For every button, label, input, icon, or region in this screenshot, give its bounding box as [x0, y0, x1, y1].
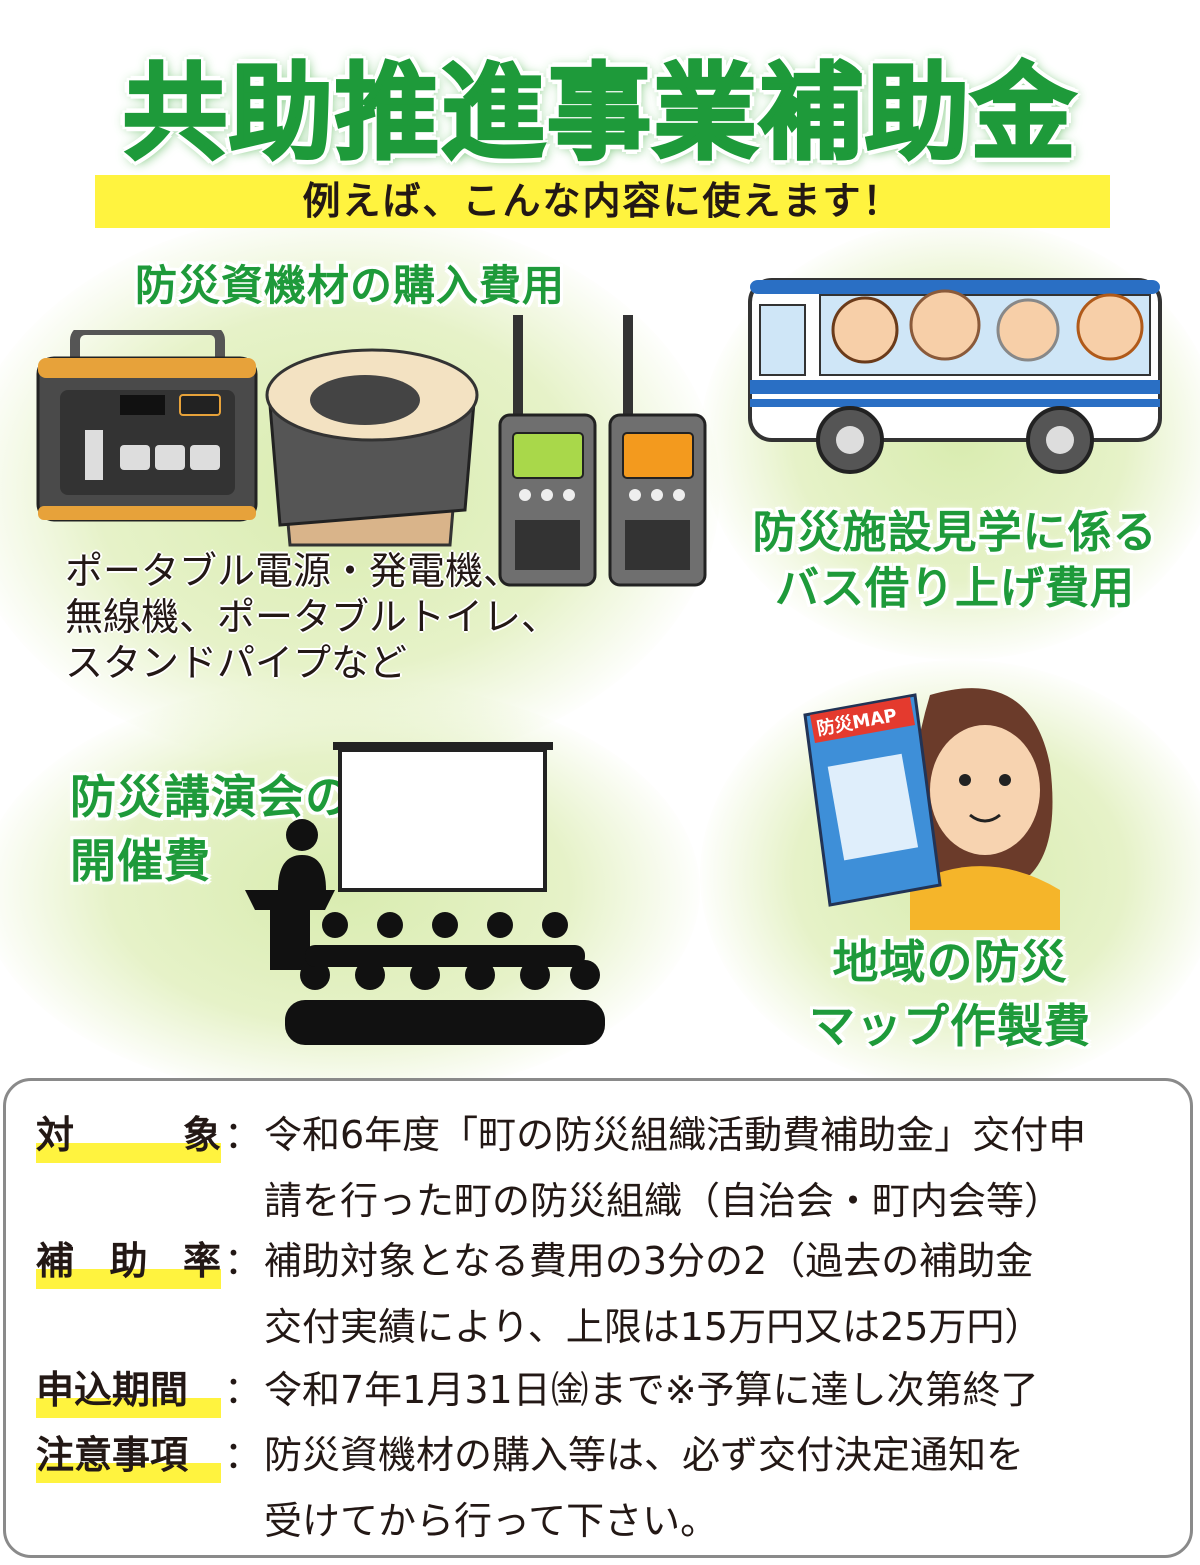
info-key-char: 象 [182, 1113, 221, 1157]
bus-label-line: 防災施設見学に係る [752, 507, 1158, 558]
lecture-label: 防災講演会の 開催費 [70, 765, 352, 893]
info-key-char: 対 [36, 1113, 75, 1157]
info-value: 令和6年度「町の防災組織活動費補助金」交付申 請を行った町の防災組織（自治会・町… [264, 1113, 1087, 1223]
radio-green-illustration [498, 315, 597, 587]
info-value: 防災資機材の購入等は、必ず交付決定通知を 受けてから行って下さい。 [264, 1433, 1025, 1543]
info-value: 令和7年1月31日㈮まで※予算に達し次第終了 [264, 1368, 1039, 1412]
info-key: 補助率 [36, 1237, 221, 1289]
lecture-illustration [245, 742, 605, 1045]
equipment-desc-line: スタンドパイプなど [65, 641, 408, 685]
info-key: 申込期間 [36, 1366, 221, 1418]
info-colon: ： [224, 1433, 262, 1477]
map-label-line: 地域の防災 [832, 935, 1068, 989]
info-key-char: 助 [109, 1239, 148, 1283]
map-label: 地域の防災 マップ作製費 [800, 930, 1100, 1058]
lecture-label-line: 防災講演会の [70, 770, 352, 824]
info-key-text: 申込期間 [36, 1368, 189, 1412]
subtitle-band: 例えば、こんな内容に使えます！ [95, 175, 1110, 228]
page-title: 共助推進事業補助金 [121, 51, 1077, 176]
info-key-char: 補 [36, 1239, 75, 1283]
equipment-desc-line: 無線機、ポータブルトイレ、 [65, 595, 560, 639]
info-key-text: 注意事項 [36, 1433, 189, 1477]
info-value: 補助対象となる費用の3分の2（過去の補助金 交付実績により、上限は15万円又は2… [264, 1239, 1043, 1349]
bus-label-line: バス借り上げ費用 [775, 563, 1135, 614]
bus-illustration [748, 278, 1162, 474]
portable-toilet-illustration [265, 348, 479, 547]
map-label-line: マップ作製費 [809, 999, 1091, 1053]
equipment-description: ポータブル電源・発電機、 無線機、ポータブルトイレ、 スタンドパイプなど [65, 548, 559, 686]
bus-label: 防災施設見学に係る バス借り上げ費用 [745, 505, 1165, 617]
portable-power-station-illustration [36, 330, 258, 522]
equipment-desc-line: ポータブル電源・発電機、 [65, 549, 522, 593]
info-colon: ： [224, 1239, 262, 1283]
info-colon: ： [224, 1113, 262, 1157]
lecture-label-line: 開催費 [70, 834, 211, 888]
info-key-char: 率 [182, 1239, 221, 1283]
info-box: 対象 ： 令和6年度「町の防災組織活動費補助金」交付申 請を行った町の防災組織（… [3, 1078, 1193, 1558]
radio-orange-illustration [608, 315, 707, 587]
info-key: 注意事項 [36, 1431, 221, 1483]
equipment-label: 防災資機材の購入費用 [135, 261, 566, 310]
info-key: 対象 [36, 1111, 221, 1163]
map-woman-illustration: 防災MAP [803, 688, 1060, 930]
info-colon: ： [224, 1368, 262, 1412]
